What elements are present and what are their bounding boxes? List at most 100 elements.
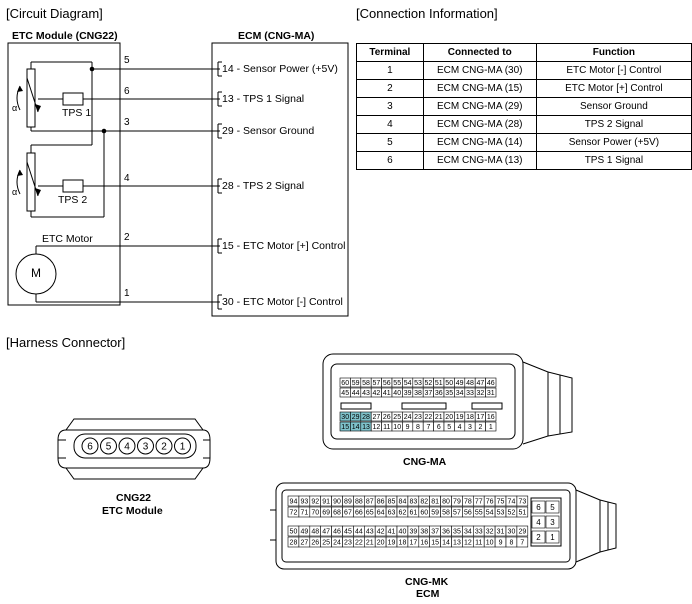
cngmk-pin: 14 xyxy=(440,536,452,548)
cngmk-pin: 8 xyxy=(505,536,518,548)
svg-text:38: 38 xyxy=(414,390,422,397)
svg-text:86: 86 xyxy=(377,499,385,506)
svg-text:40: 40 xyxy=(393,390,401,397)
svg-text:83: 83 xyxy=(409,499,417,506)
cngmk-pin: 55 xyxy=(472,506,485,518)
cngmk-pin: 88 xyxy=(353,495,365,507)
svg-text:9: 9 xyxy=(406,424,410,431)
table-header-row: Terminal Connected to Function xyxy=(356,43,692,62)
cngmk-pin: 58 xyxy=(440,506,452,518)
cngma-pin: 50 xyxy=(443,377,455,388)
cngmk-pin: 78 xyxy=(462,495,474,507)
cngma-pin: 60 xyxy=(339,377,351,388)
svg-text:35: 35 xyxy=(453,529,461,536)
cngmk-pin: 74 xyxy=(505,495,518,507)
svg-text:28: 28 xyxy=(290,540,298,547)
cngmk-pin: 9 xyxy=(494,536,507,548)
svg-text:30: 30 xyxy=(508,529,516,536)
svg-text:57: 57 xyxy=(373,380,381,387)
svg-text:24: 24 xyxy=(404,414,412,421)
svg-text:12: 12 xyxy=(464,540,472,547)
svg-text:3: 3 xyxy=(550,518,555,527)
tps1-label: TPS 1 xyxy=(62,107,92,119)
cngma-pin: 2 xyxy=(474,421,486,432)
cngma-connector xyxy=(322,353,573,450)
cngmk-pin: 38 xyxy=(418,525,430,537)
svg-text:19: 19 xyxy=(388,540,396,547)
svg-text:8: 8 xyxy=(509,540,513,547)
cngmk-pin: 87 xyxy=(363,495,376,507)
cngma-pin: 21 xyxy=(433,411,445,422)
svg-text:57: 57 xyxy=(453,510,461,517)
svg-text:32: 32 xyxy=(486,529,494,536)
svg-text:91: 91 xyxy=(322,499,330,506)
svg-text:84: 84 xyxy=(399,499,407,506)
svg-text:12: 12 xyxy=(373,424,381,431)
tps2-label: TPS 2 xyxy=(58,194,88,206)
svg-text:27: 27 xyxy=(373,414,381,421)
svg-text:47: 47 xyxy=(322,529,330,536)
svg-text:6: 6 xyxy=(87,442,93,453)
svg-text:17: 17 xyxy=(409,540,417,547)
cngmk-pin: 62 xyxy=(396,506,409,518)
svg-text:66: 66 xyxy=(355,510,363,517)
cngmk-pin: 76 xyxy=(483,495,496,507)
cngmk-label: CNG-MK xyxy=(405,576,449,588)
svg-text:3: 3 xyxy=(143,442,149,453)
svg-text:20: 20 xyxy=(377,540,385,547)
cngmk-pin: 71 xyxy=(298,506,311,518)
cngmk-pin: 15 xyxy=(429,536,441,548)
cngma-pin: 38 xyxy=(412,387,424,398)
cngma-pin: 18 xyxy=(464,411,476,422)
svg-text:73: 73 xyxy=(518,499,526,506)
cngmk-side-pin: 6 xyxy=(531,500,546,514)
cngma-pin: 43 xyxy=(360,387,372,398)
cngma-pin: 30 xyxy=(339,411,351,422)
cngma-label: CNG-MA xyxy=(403,456,447,468)
cngmk-side-pin: 3 xyxy=(545,515,560,529)
svg-text:2: 2 xyxy=(161,442,167,453)
svg-text:65: 65 xyxy=(366,510,374,517)
cng22-pin: 5 xyxy=(100,437,117,455)
svg-text:93: 93 xyxy=(300,499,308,506)
svg-text:40: 40 xyxy=(399,529,407,536)
svg-text:82: 82 xyxy=(420,499,428,506)
cngmk-pin: 60 xyxy=(418,506,430,518)
ecm-pin-15: 15 - ETC Motor [+] Control xyxy=(222,240,346,252)
cng22-pin: 4 xyxy=(118,437,136,455)
svg-text:76: 76 xyxy=(486,499,494,506)
svg-text:42: 42 xyxy=(373,390,381,397)
svg-text:43: 43 xyxy=(366,529,374,536)
svg-text:34: 34 xyxy=(464,529,472,536)
svg-text:58: 58 xyxy=(362,380,370,387)
svg-text:21: 21 xyxy=(366,540,374,547)
cngma-pin: 20 xyxy=(443,411,455,422)
cngma-pin: 22 xyxy=(422,411,434,422)
svg-text:53: 53 xyxy=(497,510,505,517)
cngmk-pin: 46 xyxy=(331,525,343,537)
cngma-pin: 45 xyxy=(339,387,351,398)
cngmk-pin: 56 xyxy=(462,506,474,518)
cngmk-pin: 44 xyxy=(353,525,365,537)
svg-text:39: 39 xyxy=(404,390,412,397)
cngmk-pin: 45 xyxy=(342,525,354,537)
svg-text:5: 5 xyxy=(550,503,555,512)
svg-text:50: 50 xyxy=(290,529,298,536)
ecm-pin-28: 28 - TPS 2 Signal xyxy=(222,180,305,192)
cngmk-pin: 91 xyxy=(320,495,332,507)
cngmk-pin: 26 xyxy=(309,536,321,548)
svg-text:50: 50 xyxy=(445,380,453,387)
cngma-pin: 19 xyxy=(454,411,466,422)
cngma-pin: 41 xyxy=(381,387,393,398)
svg-text:19: 19 xyxy=(456,414,464,421)
svg-text:42: 42 xyxy=(377,529,385,536)
cngmk-pin: 81 xyxy=(429,495,441,507)
svg-text:79: 79 xyxy=(453,499,461,506)
svg-text:54: 54 xyxy=(486,510,494,517)
svg-text:8: 8 xyxy=(416,424,420,431)
svg-text:37: 37 xyxy=(431,529,439,536)
cngmk-pin: 83 xyxy=(407,495,420,507)
